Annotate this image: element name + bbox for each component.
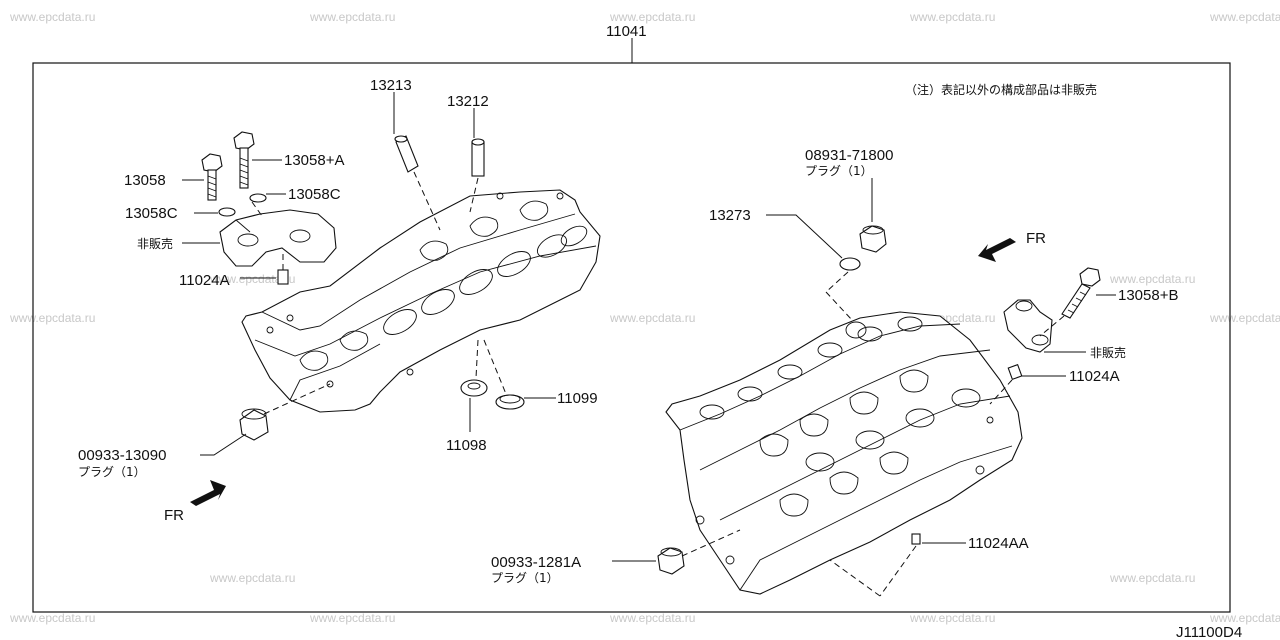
label-11024a-left: 11024A xyxy=(179,272,230,289)
sublabel-plug-08931: プラグ（1） xyxy=(805,164,873,178)
watermark: www.epcdata.ru xyxy=(209,571,295,585)
label-13058c-lower: 13058C xyxy=(125,205,178,222)
label-13213: 13213 xyxy=(370,77,412,94)
label-11024a-right: 11024A xyxy=(1069,368,1120,385)
fr-label-left: FR xyxy=(164,507,184,524)
left-bracket xyxy=(219,209,337,267)
label-11098: 11098 xyxy=(446,437,487,454)
watermark: www.epcdata.ru xyxy=(609,311,695,325)
note-text: （注）表記以外の構成部品は非販売 xyxy=(905,82,1097,97)
label-13058-plus-b: 13058+B xyxy=(1118,287,1178,304)
sublabel-plug-00933-1281a: プラグ（1） xyxy=(491,571,559,585)
gasket-13273 xyxy=(839,257,861,271)
dowel-11024a-right xyxy=(1007,363,1023,381)
pin-13212 xyxy=(471,138,485,177)
fr-label-right: FR xyxy=(1026,230,1046,247)
seal-11098 xyxy=(460,379,488,397)
seal-11099 xyxy=(495,394,525,410)
watermark: www.epcdata.ru xyxy=(1109,272,1195,286)
watermark: www.epcdata.ru xyxy=(9,611,95,625)
label-13058c-upper: 13058C xyxy=(288,186,341,203)
label-11099: 11099 xyxy=(557,390,598,407)
right-cylinder-head xyxy=(665,311,1023,595)
fr-arrow-left: FR xyxy=(164,480,226,524)
label-08931-71800: 08931-71800 xyxy=(805,147,893,164)
bolt-13058-plus-a xyxy=(233,131,255,189)
left-labels: 13213 13212 13058+A 13058 13058C 13058C … xyxy=(78,77,598,479)
label-11024aa: 11024AA xyxy=(968,535,1029,552)
bolt-13058 xyxy=(201,153,223,201)
plug-00933-13090 xyxy=(239,408,269,441)
label-13058: 13058 xyxy=(124,172,166,189)
bolt-13058-plus-b xyxy=(1061,267,1101,319)
washer-13058c-lower xyxy=(218,207,236,217)
right-bracket xyxy=(1003,299,1053,353)
fr-arrow-right: FR xyxy=(978,230,1046,262)
watermark: www.epcdata.ru xyxy=(1209,611,1280,625)
watermark: www.epcdata.ru xyxy=(1109,571,1195,585)
left-cylinder-head xyxy=(241,189,601,413)
right-labels: 08931-71800 プラグ（1） 13273 13058+B 非販売 110… xyxy=(491,147,1178,585)
label-13058-plus-a: 13058+A xyxy=(284,152,344,169)
watermark: www.epcdata.ru xyxy=(909,10,995,24)
dowel-11024a-left xyxy=(277,269,289,285)
plug-00933-1281a xyxy=(657,547,685,575)
label-13212: 13212 xyxy=(447,93,489,110)
watermark: www.epcdata.ru xyxy=(609,10,695,24)
label-not-for-sale-right: 非販売 xyxy=(1090,345,1126,360)
label-00933-1281a: 00933-1281A xyxy=(491,554,581,571)
washer-13058c-upper xyxy=(249,193,267,203)
watermarks: www.epcdata.ru www.epcdata.ru www.epcdat… xyxy=(9,10,1280,625)
assembly-number: 11041 xyxy=(606,23,647,40)
watermark: www.epcdata.ru xyxy=(309,10,395,24)
pin-13213 xyxy=(394,135,419,173)
dowel-11024aa xyxy=(911,533,921,545)
page-code: J11100D4 xyxy=(1176,624,1242,640)
label-13273: 13273 xyxy=(709,207,751,224)
watermark: www.epcdata.ru xyxy=(909,611,995,625)
watermark: www.epcdata.ru xyxy=(309,611,395,625)
sublabel-plug-left: プラグ（1） xyxy=(78,465,146,479)
watermark: www.epcdata.ru xyxy=(609,611,695,625)
label-not-for-sale-left: 非販売 xyxy=(137,236,173,251)
watermark: www.epcdata.ru xyxy=(1209,311,1280,325)
plug-08931-71800 xyxy=(859,225,887,253)
watermark: www.epcdata.ru xyxy=(9,311,95,325)
watermark: www.epcdata.ru xyxy=(209,272,295,286)
watermark: www.epcdata.ru xyxy=(9,10,95,24)
label-00933-13090: 00933-13090 xyxy=(78,447,166,464)
watermark: www.epcdata.ru xyxy=(1209,10,1280,24)
